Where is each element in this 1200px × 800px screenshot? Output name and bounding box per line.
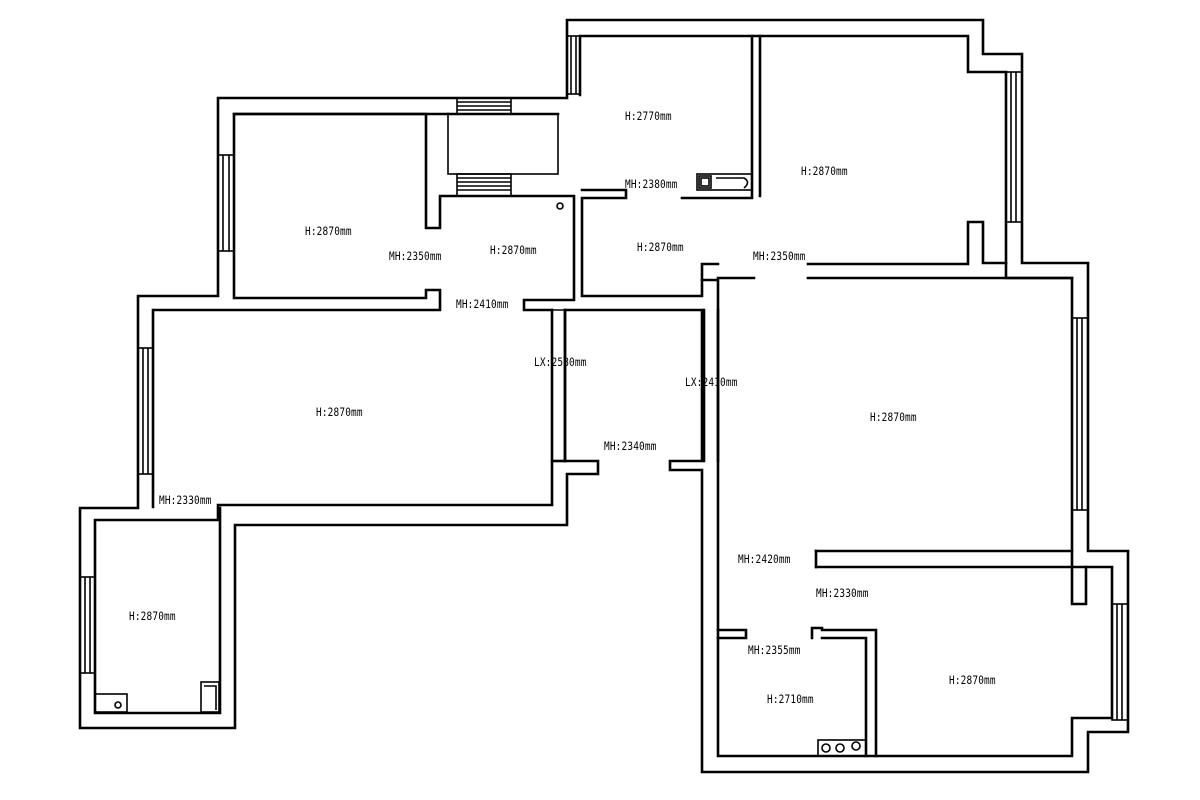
opening-height-label: MH:2330mm	[816, 586, 869, 600]
opening-height-label: MH:2350mm	[753, 249, 806, 263]
opening-height-label: MH:2410mm	[456, 297, 509, 311]
opening-height-label: MH:2350mm	[389, 249, 442, 263]
room-height-label: H:2870mm	[316, 405, 363, 419]
sink-icon	[817, 739, 867, 757]
stove-icon	[696, 173, 753, 191]
room-height-label: H:2870mm	[490, 243, 537, 257]
room-height-label: H:2710mm	[767, 692, 814, 706]
stair-icon	[447, 97, 564, 210]
room-height-label: H:2870mm	[305, 224, 352, 238]
walls	[78, 18, 1130, 774]
opening-height-label: MH:2355mm	[748, 643, 801, 657]
opening-height-label: MH:2420mm	[738, 552, 791, 566]
room-height-label: H:2870mm	[637, 240, 684, 254]
opening-height-label: MH:2330mm	[159, 493, 212, 507]
beam-height-label: LX:2580mm	[534, 355, 587, 369]
room-height-label: H:2870mm	[129, 609, 176, 623]
wall-window-icon	[79, 35, 1129, 721]
room-height-label: H:2870mm	[949, 673, 996, 687]
beam-height-label: LX:2410mm	[685, 375, 738, 389]
washer-icon	[94, 681, 220, 713]
room-height-label: H:2770mm	[625, 109, 672, 123]
opening-height-label: MH:2340mm	[604, 439, 657, 453]
room-height-label: H:2870mm	[870, 410, 917, 424]
opening-height-label: MH:2380mm	[625, 177, 678, 191]
room-height-label: H:2870mm	[801, 164, 848, 178]
